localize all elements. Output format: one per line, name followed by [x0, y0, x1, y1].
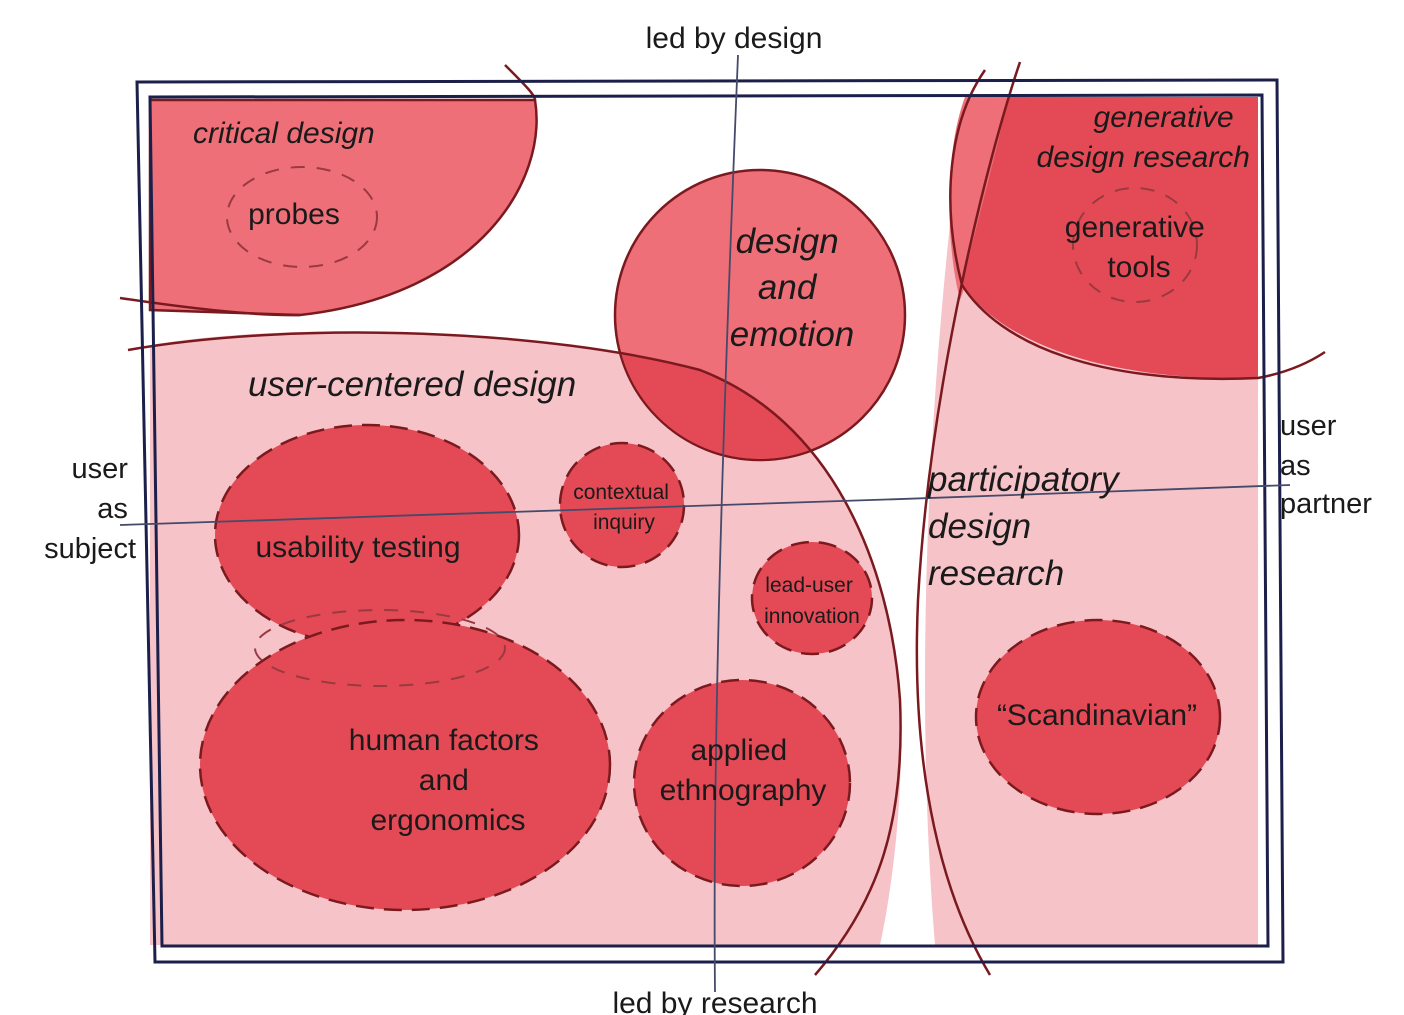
scandinavian-bubble	[974, 618, 1222, 816]
outer-frame	[135, 78, 1285, 964]
horizontal-axis	[119, 484, 1291, 526]
generative-design-research-region	[962, 97, 1258, 379]
contextual-inquiry-label: contextual inquiry	[573, 481, 675, 534]
axis-left-label: user as subject	[44, 453, 136, 565]
scandinavian-label: “Scandinavian”	[997, 699, 1197, 732]
generative-tools-label: generative tools	[1065, 211, 1213, 284]
participatory-design-research-label: participatory design research	[927, 460, 1128, 593]
axis-right-label: user as partner	[1280, 410, 1372, 520]
design-and-emotion-label: design and emotion	[730, 222, 855, 354]
lead-user-innovation-bubble	[750, 540, 874, 656]
human-factors-label: human factors and ergonomics	[349, 724, 547, 837]
human-factors-bubble	[198, 618, 612, 912]
generative-arc-line	[949, 69, 1326, 380]
generative-tools-bubble	[1072, 187, 1198, 303]
critical-design-label: critical design	[193, 117, 375, 150]
contextual-inquiry-bubble	[558, 441, 686, 569]
applied-ethnography-label: applied ethnography	[660, 734, 827, 807]
applied-ethnography-bubble	[632, 678, 852, 888]
ucd-boundary-line	[127, 331, 902, 976]
inner-frame	[148, 93, 1270, 948]
probes-label: probes	[248, 198, 340, 231]
participatory-boundary-line	[915, 61, 1022, 976]
critical-design-region	[148, 98, 538, 317]
usability-testing-label: usability testing	[255, 531, 460, 564]
generative-design-research-label: generative design research	[1037, 101, 1250, 174]
lead-user-innovation-label: lead-user innovation	[764, 574, 860, 628]
critical-boundary-line	[119, 296, 301, 317]
user-centered-design-label: user-centered design	[248, 365, 576, 404]
axis-bottom-label: led by research	[612, 987, 817, 1015]
axis-top-label: led by design	[646, 22, 823, 55]
usability-human-factors-overlap	[254, 609, 506, 687]
critical-top-line	[504, 64, 537, 101]
probes-bubble	[226, 166, 378, 268]
